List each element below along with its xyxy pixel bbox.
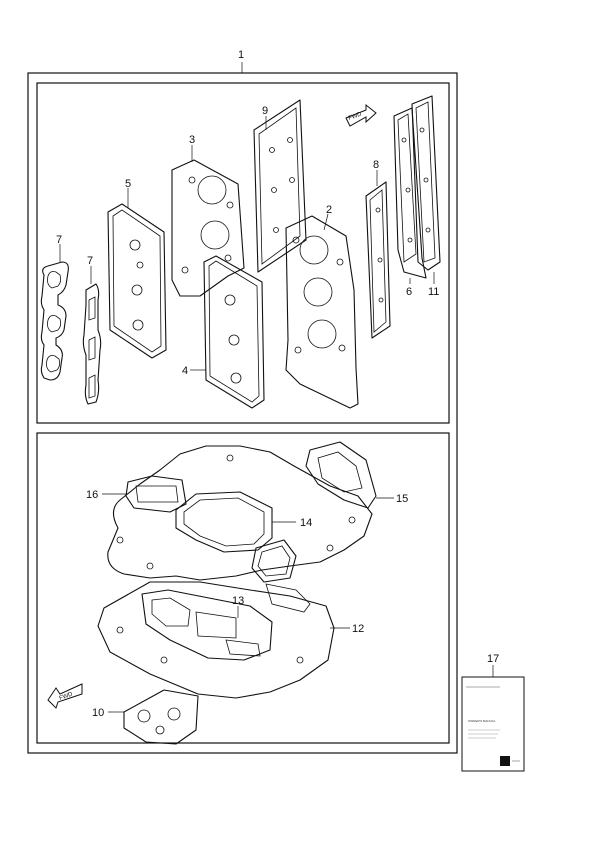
gasket-12 <box>97 581 335 699</box>
gasket-16 <box>125 475 187 513</box>
part-label-1: 1 <box>238 49 244 61</box>
gasket-15 <box>305 441 377 509</box>
lower-panel <box>36 432 450 744</box>
gasket-7-left <box>40 261 69 381</box>
part-label-5: 5 <box>125 178 131 190</box>
part-label-7b: 7 <box>87 255 93 267</box>
kit-frame <box>27 72 458 754</box>
fwd-arrow-icon: FWD <box>345 103 377 127</box>
gasket-square-small <box>251 539 297 583</box>
gasket-14 <box>175 491 273 553</box>
part-label-16: 16 <box>86 489 98 501</box>
part-label-3: 3 <box>189 134 195 146</box>
part-label-10: 10 <box>92 707 104 719</box>
gasket-3 <box>171 159 245 297</box>
part-label-6: 6 <box>406 286 412 298</box>
gasket-body-upper <box>107 445 373 581</box>
part-label-8: 8 <box>373 159 379 171</box>
fwd-label-bottom: FWD <box>59 691 75 702</box>
part-label-2: 2 <box>326 204 332 216</box>
part-label-11: 11 <box>428 286 439 298</box>
gasket-9 <box>253 99 307 273</box>
gasket-7-right <box>82 283 102 405</box>
part-label-9: 9 <box>262 105 268 117</box>
gasket-11 <box>411 95 441 271</box>
gasket-2 <box>285 215 359 409</box>
manual-title: OWNER'S MANUAL <box>468 719 496 723</box>
gasket-6 <box>393 107 427 279</box>
fwd-label-top: FWD <box>348 111 364 122</box>
part-label-12: 12 <box>352 623 364 635</box>
gasket-13 <box>141 589 273 661</box>
part-label-17: 17 <box>487 653 499 665</box>
part-label-13: 13 <box>232 595 244 607</box>
upper-panel <box>36 82 450 424</box>
manual-logo-icon <box>500 756 510 766</box>
fwd-arrow-icon: FWD <box>47 683 83 709</box>
gasket-10 <box>123 689 199 745</box>
owners-manual: OWNER'S MANUAL <box>461 676 525 772</box>
gasket-5 <box>107 203 167 359</box>
part-label-7a: 7 <box>56 234 62 246</box>
gasket-8 <box>365 181 391 339</box>
gasket-4 <box>203 255 265 409</box>
part-label-15: 15 <box>396 493 408 505</box>
part-label-14: 14 <box>300 517 312 529</box>
part-label-4: 4 <box>182 365 188 377</box>
